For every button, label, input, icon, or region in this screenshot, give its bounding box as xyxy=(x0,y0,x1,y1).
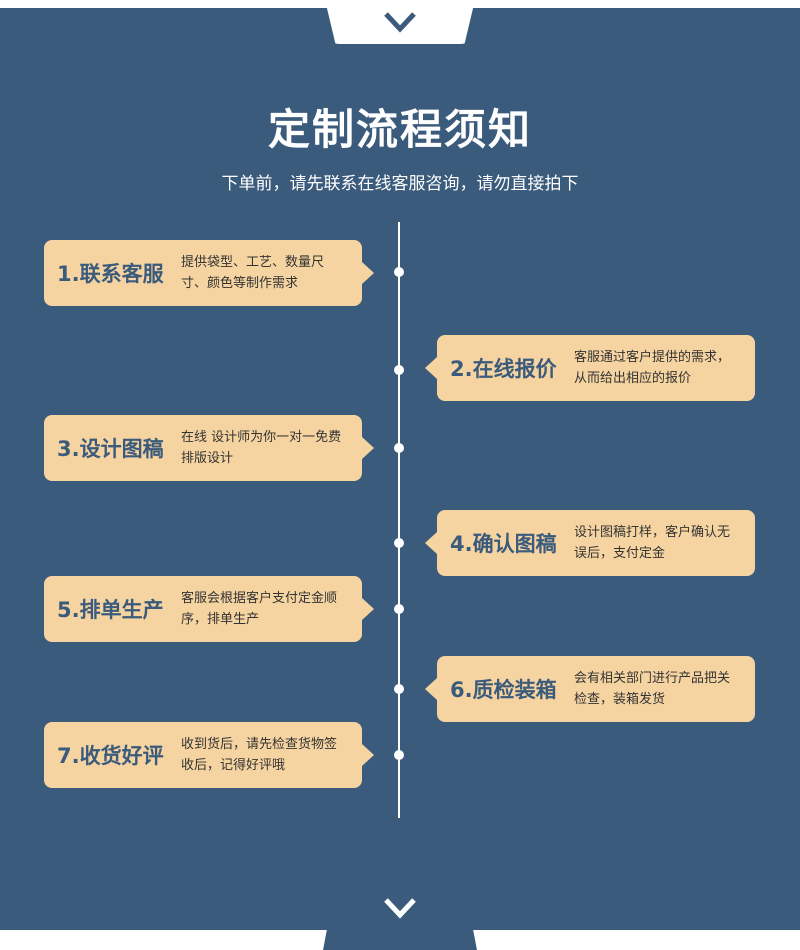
chevron-down-icon xyxy=(384,898,416,919)
step-description: 收到货后，请先检查货物签收后，记得好评哦 xyxy=(181,737,338,773)
step-title: 4.确认图稿 xyxy=(450,532,557,556)
step-title: 5.排单生产 xyxy=(57,598,164,622)
top-tab xyxy=(325,0,475,44)
step-card-receive-review: 7.收货好评 收到货后，请先检查货物签收后，记得好评哦 xyxy=(44,722,374,788)
step-title: 7.收货好评 xyxy=(57,744,164,768)
step-description: 客服通过客户提供的需求，从而给出相应的报价 xyxy=(574,350,731,386)
step-title: 3.设计图稿 xyxy=(57,437,164,461)
timeline-dot xyxy=(394,750,404,760)
step-title: 2.在线报价 xyxy=(450,357,557,381)
page-title: 定制流程须知 xyxy=(267,105,532,154)
timeline-dot xyxy=(394,443,404,453)
page-subtitle: 下单前，请先联系在线客服咨询，请勿直接拍下 xyxy=(221,174,579,194)
step-description: 提供袋型、工艺、数量尺寸、颜色等制作需求 xyxy=(181,255,325,291)
step-card-inspection-packing: 6.质检装箱 会有相关部门进行产品把关检查，装箱发货 xyxy=(425,656,755,722)
step-title: 1.联系客服 xyxy=(57,262,164,286)
timeline-line xyxy=(398,222,400,818)
step-card-production: 5.排单生产 客服会根据客户支付定金顺序，排单生产 xyxy=(44,576,374,642)
timeline-dot xyxy=(394,684,404,694)
step-card-design-draft: 3.设计图稿 在线 设计师为你一对一免费排版设计 xyxy=(44,415,374,481)
step-description: 在线 设计师为你一对一免费排版设计 xyxy=(181,430,342,466)
step-description: 设计图稿打样，客户确认无误后，支付定金 xyxy=(574,525,731,561)
step-card-contact-service: 1.联系客服 提供袋型、工艺、数量尺寸、颜色等制作需求 xyxy=(44,240,374,306)
step-description: 客服会根据客户支付定金顺序，排单生产 xyxy=(181,591,338,627)
timeline-dot xyxy=(394,267,404,277)
step-description: 会有相关部门进行产品把关检查，装箱发货 xyxy=(574,671,731,707)
timeline-dot xyxy=(394,538,404,548)
timeline-dot xyxy=(394,365,404,375)
step-card-confirm-draft: 4.确认图稿 设计图稿打样，客户确认无误后，支付定金 xyxy=(425,510,755,576)
timeline-dot xyxy=(394,604,404,614)
step-title: 6.质检装箱 xyxy=(450,678,557,702)
bottom-tab xyxy=(323,886,477,950)
chevron-down-icon xyxy=(384,12,416,33)
step-card-online-quote: 2.在线报价 客服通过客户提供的需求，从而给出相应的报价 xyxy=(425,335,755,401)
